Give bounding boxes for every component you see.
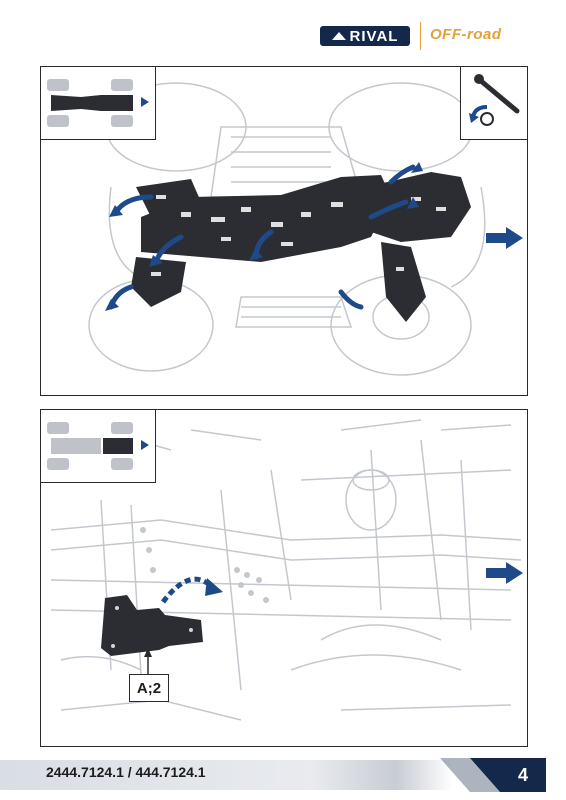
logo-divider — [420, 22, 421, 50]
tool-indicator — [460, 67, 527, 140]
part-callout-label: A;2 — [129, 674, 169, 702]
view-indicator-rear — [41, 410, 156, 483]
rival-logo-icon — [331, 32, 346, 40]
atv-underside-rear-icon — [47, 422, 149, 470]
atv-underside-illustration — [88, 82, 523, 376]
rear-left-upper-plate — [136, 179, 201, 217]
center-skid-plate — [141, 175, 391, 262]
rival-logo: RIVAL — [320, 26, 410, 46]
skid-plate-group — [131, 172, 471, 322]
view-indicator-full — [41, 67, 156, 140]
page-number: 4 — [500, 758, 546, 792]
part-number: 2444.7124.1 / 444.7124.1 — [46, 764, 206, 780]
forward-direction-arrow — [486, 562, 523, 584]
footer-band — [0, 760, 566, 790]
top-diagram-panel — [40, 66, 528, 396]
page-header: RIVAL OFF-road — [0, 0, 566, 62]
rear-skid-plate — [101, 595, 203, 656]
rival-logo-text: RIVAL — [349, 27, 399, 45]
footer-stripe-decoration — [440, 758, 500, 792]
atv-underside-full-icon — [47, 79, 149, 127]
atv-rear-frame-illustration — [50, 419, 523, 721]
install-direction-arrow — [161, 576, 223, 604]
rear-left-lower-plate — [131, 257, 186, 307]
page-footer: 2444.7124.1 / 444.7124.1 4 — [0, 756, 566, 800]
offroad-logo-text: OFF-road — [430, 26, 502, 43]
socket-wrench-icon — [469, 74, 520, 126]
bottom-diagram-panel: A;2 — [40, 409, 528, 747]
forward-direction-arrow — [486, 227, 523, 249]
front-right-lower-plate — [381, 242, 426, 322]
